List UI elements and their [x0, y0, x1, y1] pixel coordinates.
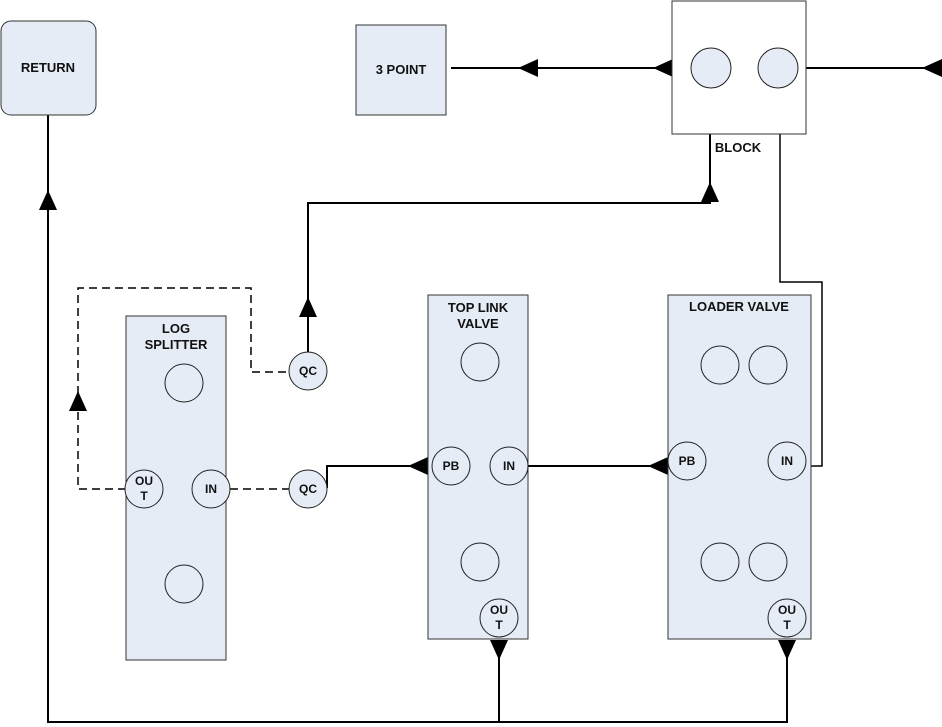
log-splitter-port-bottom	[164, 564, 204, 604]
top-link-label-1: TOP LINK	[448, 300, 509, 315]
log-splitter-out-label-2: T	[140, 489, 148, 503]
block-to-loader-line	[779, 134, 823, 467]
log-splitter-hose-out	[77, 287, 290, 490]
top-link-port-top	[460, 342, 500, 382]
block-port-right	[757, 47, 799, 89]
log-splitter-in-label: IN	[205, 482, 217, 496]
log-splitter-out-label-1: OU	[135, 474, 153, 488]
arrow-return-up	[39, 190, 57, 210]
qc-to-toplink-line	[326, 465, 432, 488]
arrow-supply-left-1	[922, 59, 942, 77]
arrow-three-point-left	[518, 59, 538, 77]
block-port-left	[690, 47, 732, 89]
three-point-label: 3 POINT	[376, 62, 427, 77]
loader-out-label-2: T	[783, 618, 791, 632]
top-link-in-port	[489, 446, 529, 486]
loader-port-top-right	[748, 345, 788, 385]
log-splitter-out-port	[124, 469, 164, 509]
loader-pb-label: PB	[679, 454, 696, 468]
loader-out-port	[767, 598, 807, 638]
loader-in-port	[767, 441, 807, 481]
top-link-label-2: VALVE	[457, 316, 499, 331]
top-link-out-port	[479, 598, 519, 638]
loader-port-bottom-left	[700, 542, 740, 582]
qc-upper-label: QC	[299, 364, 317, 378]
arrow-block-up	[701, 182, 719, 202]
top-link-out-label-1: OU	[490, 603, 508, 617]
arrow-dashed-up	[69, 391, 87, 411]
qc-upper	[288, 351, 328, 391]
top-link-pb-label: PB	[443, 459, 460, 473]
loader-port-bottom-right	[748, 542, 788, 582]
arrow-toplink-pb	[408, 457, 428, 475]
top-link-in-label: IN	[503, 459, 515, 473]
top-link-pb-port	[431, 446, 471, 486]
return-label: RETURN	[21, 60, 75, 75]
block-label: BLOCK	[715, 140, 762, 155]
three-point-box	[355, 24, 447, 116]
loader-in-label: IN	[781, 454, 793, 468]
arrow-toplink-out-down	[490, 640, 508, 660]
log-splitter-label-2: SPLITTER	[145, 337, 208, 352]
loader-pb-port	[667, 441, 707, 481]
log-splitter-port-top	[164, 363, 204, 403]
log-splitter-in-port	[191, 469, 231, 509]
loader-out-label-1: OU	[778, 603, 796, 617]
arrow-loader-pb	[648, 457, 668, 475]
loader-port-top-left	[700, 345, 740, 385]
top-link-out-label-2: T	[495, 618, 503, 632]
log-splitter-label-1: LOG	[162, 321, 190, 336]
arrow-loader-out-down	[778, 640, 796, 660]
loader-valve-label: LOADER VALVE	[689, 299, 789, 314]
arrow-qc-up	[299, 297, 317, 317]
top-link-port-bottom	[460, 542, 500, 582]
qc-lower	[288, 469, 328, 509]
return-line	[47, 114, 788, 723]
return-box	[0, 20, 97, 116]
qc-lower-label: QC	[299, 482, 317, 496]
block-to-qc-line	[307, 134, 711, 352]
arrow-block-left	[653, 59, 673, 77]
